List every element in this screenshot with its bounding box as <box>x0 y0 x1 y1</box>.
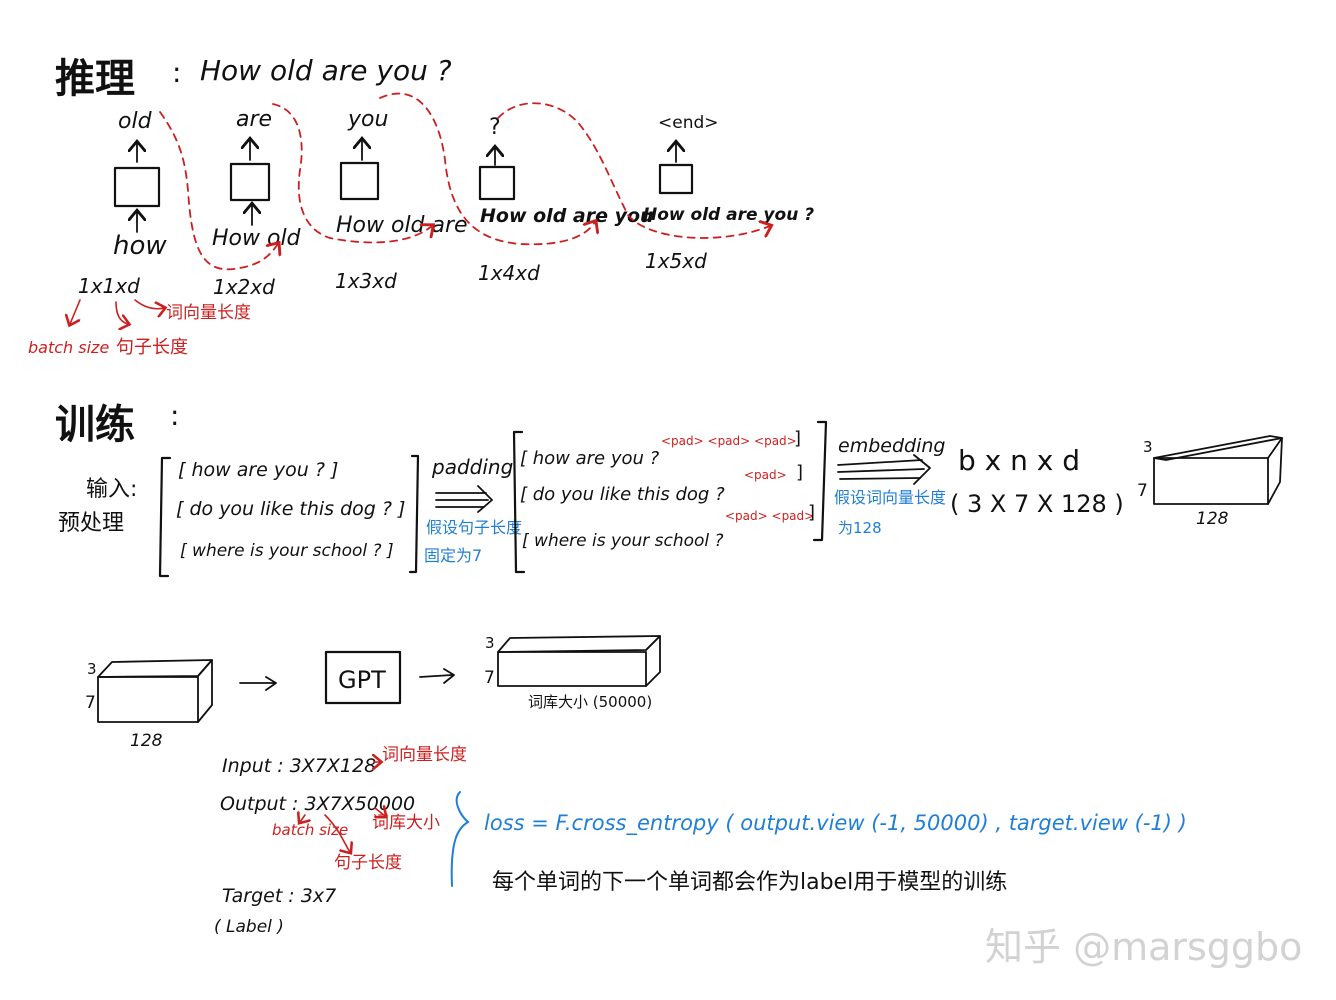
inference-step-2: are How old 1x2xd <box>212 107 302 299</box>
padded-text: [ do you like this dog ? <box>520 484 725 505</box>
target-label-sub: ( Label ) <box>214 917 284 937</box>
output-note-batch: batch size <box>272 821 348 839</box>
inference-heading: 推理 <box>55 56 135 102</box>
dimension-annotations: batch size 句子长度 词向量长度 <box>28 299 251 358</box>
block-height: 7 <box>484 668 495 688</box>
padded-close: ] <box>794 428 801 449</box>
inference-step-3: you How old are 1x3xd <box>335 107 468 293</box>
padded-bracket-left <box>512 430 526 574</box>
arrow-from-gpt <box>419 668 455 684</box>
step-shape: 1x1xd <box>78 274 140 298</box>
training-colon: : <box>170 399 179 432</box>
embedding-note-2: 为128 <box>838 519 882 537</box>
output-note-vocab: 词库大小 <box>372 813 440 833</box>
padded-text: [ how are you ? <box>520 448 660 469</box>
step-input: How old are <box>336 213 468 238</box>
inference-prompt: How old are you ? <box>200 54 452 87</box>
loss-formula: loss = F.cross_entropy ( output.view (-1… <box>484 811 1187 836</box>
padded-bracket-right <box>812 420 828 542</box>
padded-sentence-1: [ how are you ? <pad> <pad> <pad> ] <box>520 428 801 469</box>
step-shape: 1x5xd <box>645 249 707 273</box>
model-box <box>339 161 380 201</box>
gpt-label: GPT <box>338 666 386 694</box>
raw-sentence-1: [ how are you ? ] <box>178 459 338 481</box>
input-shape-note: 词向量长度 <box>382 745 467 765</box>
model-box <box>229 162 271 202</box>
block-height: 7 <box>1137 481 1148 501</box>
model-box <box>658 163 694 195</box>
pad-tokens: <pad> <box>744 468 787 482</box>
step-shape: 1x3xd <box>335 269 397 293</box>
model-box <box>113 166 161 208</box>
note-batch-size: batch size <box>28 338 109 357</box>
inference-step-5: <end> How old are you ? 1x5xd <box>643 113 814 273</box>
step-input: How old <box>212 226 302 251</box>
gpt-model-box <box>324 650 402 705</box>
block-depth: 3 <box>485 634 495 652</box>
padded-sentence-2: [ do you like this dog ? <pad> ] <box>520 462 803 505</box>
step-output: are <box>236 107 272 132</box>
gpt-input-block: 3 7 128 <box>85 659 213 751</box>
inference-section: 推理 : How old are you ? old how 1x1xd are… <box>28 54 814 358</box>
dims-symbolic: b x n x d <box>958 444 1080 477</box>
block-height: 7 <box>85 693 96 713</box>
inference-step-4: ? How old are you 1x4xd <box>478 115 654 285</box>
padded-text: [ where is your school ? <box>522 531 724 551</box>
block-depth: 3 <box>87 660 97 678</box>
block-width: 128 <box>130 731 163 751</box>
block-width-label: 词库大小 (50000) <box>528 693 652 711</box>
padding-note-1: 假设句子长度 <box>426 518 522 537</box>
gpt-flow-section: 3 7 128 GPT 3 7 词库大小 (50000) Input : 3X7… <box>85 634 1187 937</box>
raw-sentence-2: [ do you like this dog ? ] <box>176 498 405 520</box>
padded-close: ] <box>808 502 815 523</box>
inference-colon: : <box>172 56 181 89</box>
preprocess-label: 预处理 <box>58 511 124 536</box>
padding-label: padding <box>431 455 513 479</box>
input-bracket-left <box>158 456 172 578</box>
step-shape: 1x4xd <box>478 261 540 285</box>
padded-sentence-3: [ where is your school ? <pad> <pad> ] <box>522 502 815 551</box>
note-vector-length: 词向量长度 <box>166 303 251 323</box>
embedding-note-1: 假设词向量长度 <box>834 488 946 507</box>
embedding-tensor-block: 3 7 128 <box>1137 435 1283 529</box>
autoregressive-loops <box>159 92 770 271</box>
step-output: old <box>118 109 153 134</box>
training-section: 训练 : 输入: 预处理 [ how are you ? ] [ do you … <box>55 399 1283 578</box>
training-caption: 每个单词的下一个单词都会作为label用于模型的训练 <box>492 870 1008 895</box>
output-note-sentence: 句子长度 <box>334 853 402 873</box>
pad-tokens: <pad> <pad> <pad> <box>661 434 797 448</box>
step-output: you <box>347 107 388 132</box>
input-bracket-right <box>408 454 420 574</box>
loss-brace <box>450 791 470 887</box>
note-sentence-length: 句子长度 <box>116 337 188 358</box>
padding-note-2: 固定为7 <box>424 546 482 565</box>
input-shape-line: Input : 3X7X128 <box>222 755 376 777</box>
raw-sentence-3: [ where is your school ? ] <box>180 541 394 561</box>
padded-close: ] <box>796 462 803 483</box>
step-input: How old are you <box>480 205 654 227</box>
model-box <box>478 165 516 201</box>
gpt-output-block: 3 7 词库大小 (50000) <box>484 634 661 711</box>
output-shape-line: Output : 3X7X50000 <box>220 793 415 815</box>
watermark: 知乎 @marsggbo <box>985 925 1303 969</box>
inference-step-1: old how 1x1xd <box>78 109 167 298</box>
training-heading: 训练 <box>55 402 135 448</box>
step-output: <end> <box>658 113 719 133</box>
step-input: How old are you ? <box>643 205 814 225</box>
target-shape-line: Target : 3x7 <box>222 885 336 907</box>
step-output: ? <box>489 115 501 140</box>
embedding-label: embedding <box>838 435 945 457</box>
dims-numeric: ( 3 X 7 X 128 ) <box>950 490 1124 518</box>
step-shape: 1x2xd <box>213 275 275 299</box>
pad-tokens: <pad> <pad> <box>725 509 814 523</box>
step-input: how <box>113 231 167 261</box>
arrow-to-gpt <box>239 676 277 691</box>
block-depth: 3 <box>1143 438 1153 456</box>
input-label: 输入: <box>86 477 137 502</box>
block-width: 128 <box>1196 509 1229 529</box>
